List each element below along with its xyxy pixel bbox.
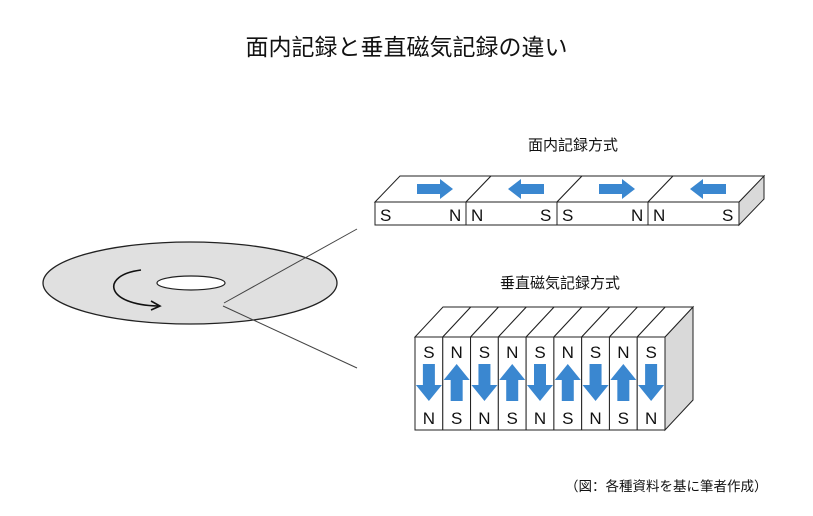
zoom-line-top xyxy=(223,228,358,304)
pole-label: N xyxy=(471,206,483,225)
pole-label: S xyxy=(507,409,518,428)
pole-label: S xyxy=(562,206,573,225)
rotation-arrowhead-icon xyxy=(150,300,162,311)
pole-label: S xyxy=(645,343,656,362)
perpendicular-recording-label: 垂直磁気記録方式 xyxy=(500,274,621,292)
pole-label: N xyxy=(478,409,490,428)
pole-label: S xyxy=(451,409,462,428)
arrow-up-icon xyxy=(554,364,581,401)
horizontal-recording-label: 面内記録方式 xyxy=(528,136,619,154)
diagram-title: 面内記録と垂直磁気記録の違い xyxy=(245,35,568,61)
pole-label: N xyxy=(589,409,601,428)
pole-label: S xyxy=(562,409,573,428)
zoom-line-bottom xyxy=(222,305,358,369)
arrow-up-icon xyxy=(499,364,526,401)
pole-label: N xyxy=(449,206,461,225)
pole-label: N xyxy=(562,343,574,362)
source-credit: （図：各種資料を基に筆者作成） xyxy=(565,479,768,495)
arrow-up-icon xyxy=(610,364,637,401)
pole-label: S xyxy=(540,206,551,225)
pole-label: S xyxy=(423,343,434,362)
pole-label: N xyxy=(617,343,629,362)
pole-label: N xyxy=(645,409,657,428)
arrow-down-icon xyxy=(527,364,553,401)
arrow-down-icon xyxy=(415,364,442,401)
arrow-down-icon xyxy=(582,364,609,401)
arrow-right-icon xyxy=(417,179,453,199)
pole-label: S xyxy=(618,409,629,428)
bar-segment xyxy=(647,201,740,226)
pole-label: N xyxy=(631,206,643,225)
pole-label: S xyxy=(722,206,733,225)
pole-label: S xyxy=(380,206,391,225)
pole-label: S xyxy=(534,343,545,362)
pole-label: N xyxy=(423,409,435,428)
arrow-left-icon xyxy=(690,179,726,199)
arrow-right-icon xyxy=(599,179,635,199)
pole-label: N xyxy=(534,409,546,428)
rotation-arrow-icon xyxy=(113,269,159,307)
arrow-down-icon xyxy=(471,364,498,401)
arrow-down-icon xyxy=(638,364,665,401)
pole-label: N xyxy=(653,206,665,225)
pole-label: N xyxy=(451,343,463,362)
pole-label: S xyxy=(479,343,490,362)
disk-spindle-hole xyxy=(156,275,226,291)
disk xyxy=(42,241,338,325)
arrow-left-icon xyxy=(508,179,544,199)
pole-label: S xyxy=(590,343,601,362)
arrow-up-icon xyxy=(443,364,470,401)
pole-label: N xyxy=(506,343,518,362)
